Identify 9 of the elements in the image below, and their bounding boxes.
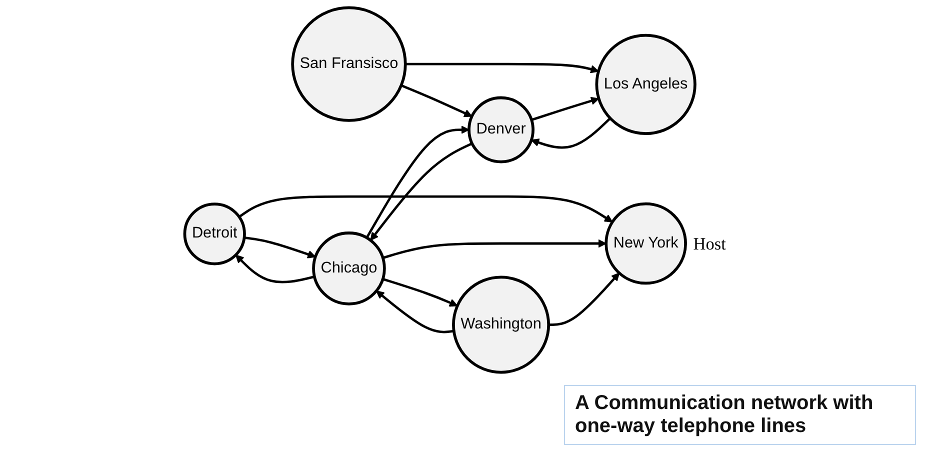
city-node: Washington <box>452 276 550 374</box>
city-node: Detroit <box>183 202 246 266</box>
city-node: Denver <box>468 96 534 164</box>
city-node: San Fransisco <box>291 6 407 122</box>
city-node: Los Angeles <box>595 34 696 135</box>
city-node: New York <box>604 202 687 285</box>
city-node: Chicago <box>312 232 386 306</box>
node-caption: Host <box>693 234 726 254</box>
caption: A Communication network with one-way telephone lines <box>564 385 916 445</box>
